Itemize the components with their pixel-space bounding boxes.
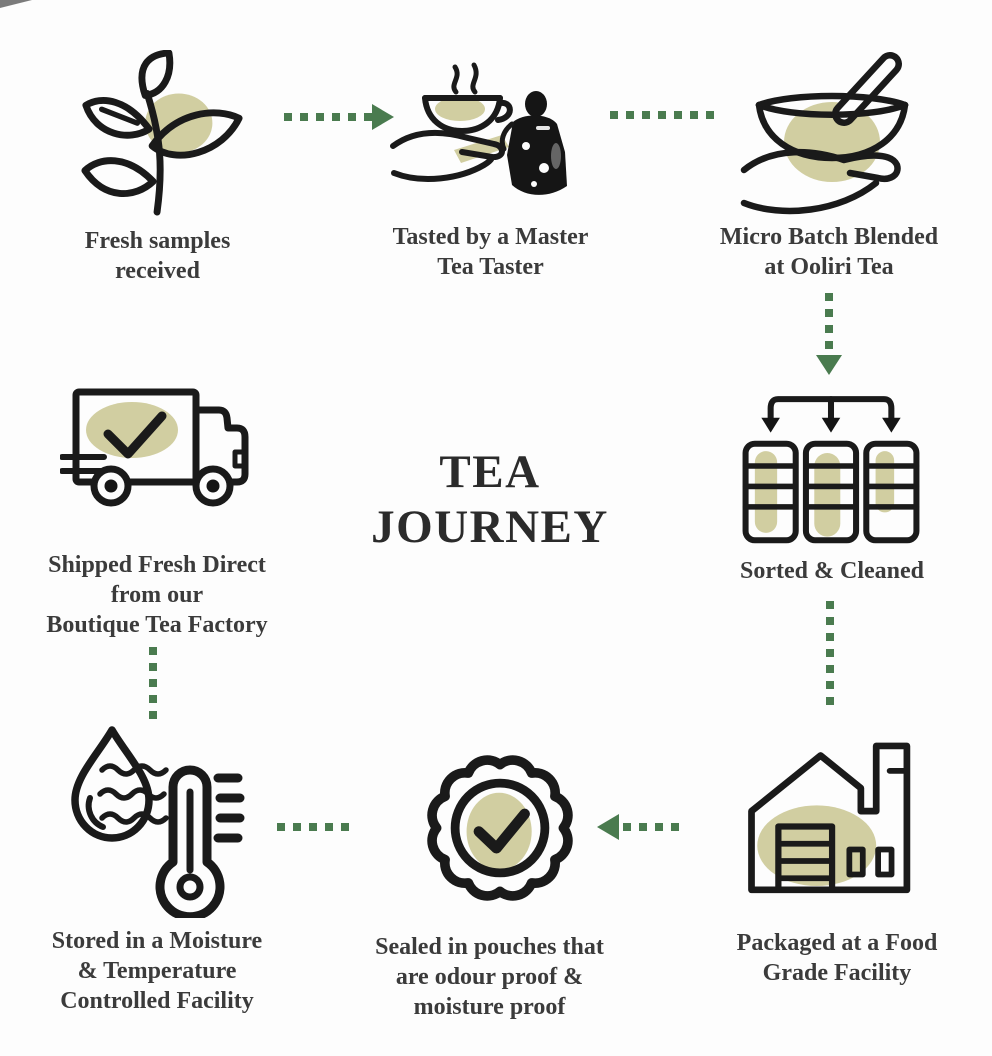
delivery-truck-icon <box>60 388 249 507</box>
step-label-packaged: Packaged at a Food Grade Facility <box>736 930 938 987</box>
tea-leaf-icon <box>81 50 243 216</box>
step-label-tasted: Tasted by a Master Tea Taster <box>392 224 589 281</box>
connector-blended-to-sorted-arrowhead <box>816 355 842 375</box>
step-label-blended: Micro Batch Blended at Ooliri Tea <box>719 224 939 281</box>
step-label-sealed: Sealed in pouches that are odour proof &… <box>375 934 604 1021</box>
connector-packaged-to-sealed-arrowhead <box>597 814 619 840</box>
connector-blended-to-sorted-dots <box>825 293 833 353</box>
connector-fresh-to-tasted-arrowhead <box>372 104 394 130</box>
connector-sorted-to-packaged-dots <box>826 601 834 705</box>
connector-shipped-to-stored-dots <box>149 647 157 719</box>
seal-badge-check-icon <box>427 755 573 901</box>
droplet-thermometer-icon <box>71 726 245 918</box>
connector-sealed-to-stored-dots <box>277 823 349 831</box>
page-title: TEA JOURNEY <box>371 446 609 554</box>
step-label-stored: Stored in a Moisture & Temperature Contr… <box>51 928 263 1015</box>
teacup-hand-icon <box>390 62 567 195</box>
connector-fresh-to-tasted-dots <box>284 113 372 121</box>
connector-tasted-to-blended-dots <box>610 111 714 119</box>
mortar-pestle-hand-icon <box>740 52 909 215</box>
factory-icon <box>748 742 911 894</box>
step-label-fresh: Fresh samples received <box>84 228 231 285</box>
step-label-sorted: Sorted & Cleaned <box>740 558 924 584</box>
step-label-shipped: Shipped Fresh Direct from our Boutique T… <box>46 552 268 639</box>
connector-packaged-to-sealed-dots <box>623 823 679 831</box>
page-corner-smudge <box>0 0 32 8</box>
sorting-bins-icon <box>742 396 920 544</box>
